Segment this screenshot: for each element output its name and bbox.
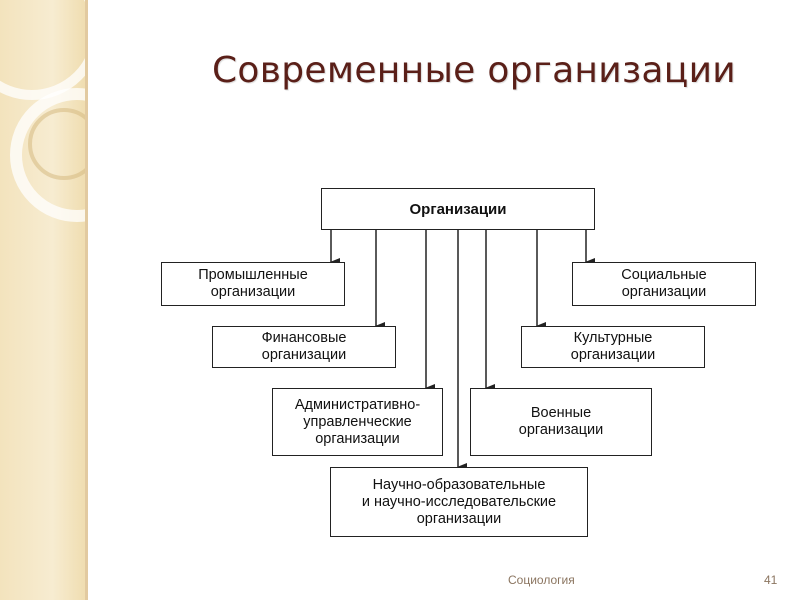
node-social: Социальные организации bbox=[572, 262, 756, 306]
node-cultural: Культурные организации bbox=[521, 326, 705, 368]
page-number: 41 bbox=[764, 573, 777, 587]
node-administrative: Административно- управленческие организа… bbox=[272, 388, 443, 456]
node-military: Военные организации bbox=[470, 388, 652, 456]
node-industrial: Промышленные организации bbox=[161, 262, 345, 306]
node-financial: Финансовые организации bbox=[212, 326, 396, 368]
footer-subject: Социология bbox=[508, 573, 575, 587]
root-node: Организации bbox=[321, 188, 595, 230]
node-scientific: Научно-образовательные и научно-исследов… bbox=[330, 467, 588, 537]
